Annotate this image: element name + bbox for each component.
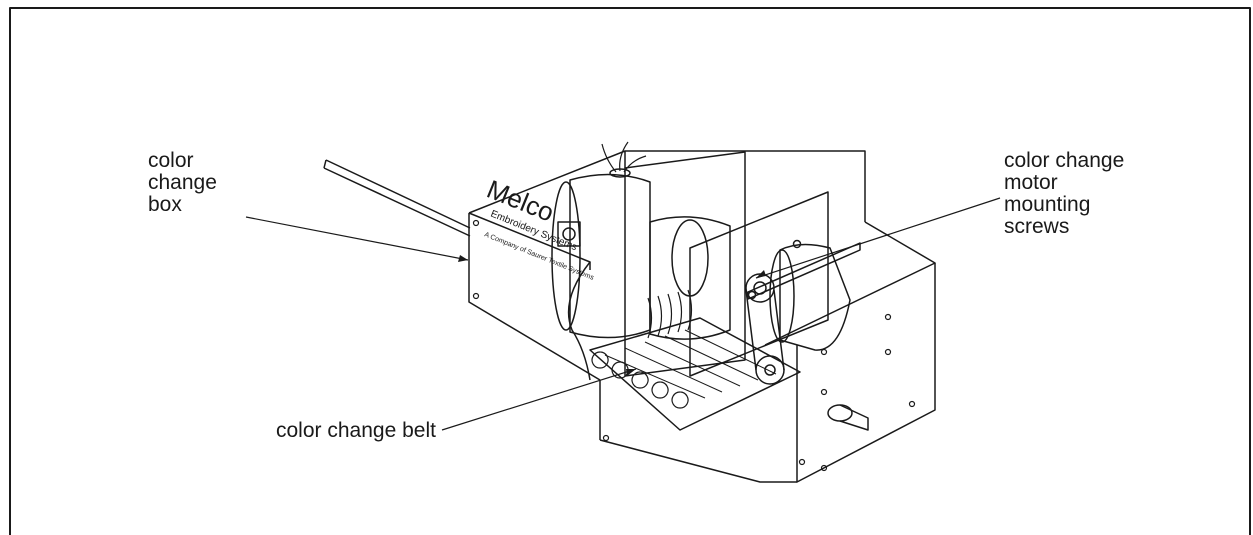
label-motor-mounting-screws: color change motor mounting screws: [1004, 149, 1125, 238]
motor-side-fitting-hole: [562, 227, 576, 241]
belt-chain-rollers: [591, 351, 689, 409]
mounting-bracket: [747, 242, 861, 300]
box-front-panel: [468, 212, 601, 381]
shaft-boss: [827, 404, 853, 422]
leader-screws: [755, 197, 1001, 279]
leader-screws-arrowhead: [756, 270, 766, 278]
gear-upper-hub: [753, 281, 767, 295]
figure-frame: [9, 7, 1251, 535]
belt-chain: [589, 317, 801, 431]
coil-spring: [647, 289, 693, 339]
mounting-plate-2: [689, 191, 829, 377]
rear-motor-face: [769, 249, 795, 343]
leader-belt: [441, 368, 637, 431]
motor-end-cap: [551, 181, 581, 331]
box-bottom-edge: [599, 380, 797, 483]
motor-side-fitting: [557, 221, 581, 247]
motor-cylinder: [569, 173, 651, 339]
mounting-plate-1: [624, 151, 746, 377]
drive-belt: [745, 289, 785, 371]
leader-box-arrowhead: [458, 255, 468, 262]
leader-belt-arrowhead: [626, 369, 636, 376]
leader-box: [245, 216, 469, 261]
box-back-edges: [468, 150, 866, 222]
gear-lower: [755, 355, 785, 385]
box-end-panel: [796, 263, 936, 483]
rod: [323, 159, 471, 237]
gear-lower-hub: [764, 364, 776, 376]
label-color-change-belt: color change belt: [276, 419, 436, 442]
label-color-change-box: color change box: [148, 149, 217, 216]
rear-motor: [779, 243, 851, 351]
belt-chain-links: [604, 329, 777, 399]
panel-screws: [472, 219, 916, 472]
shaft: [839, 404, 869, 431]
box-top-edge: [589, 221, 936, 346]
mounting-screw-2: [792, 239, 802, 249]
